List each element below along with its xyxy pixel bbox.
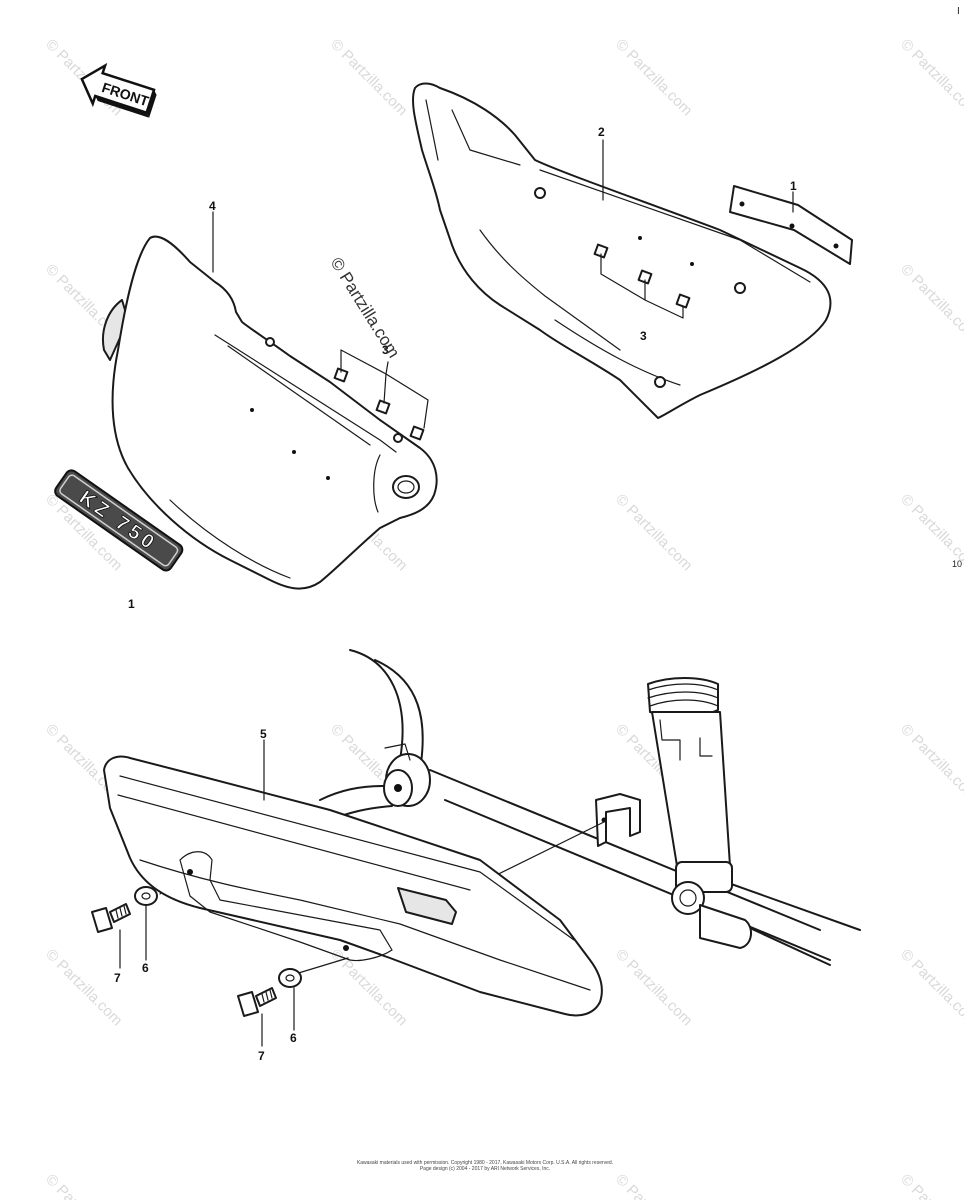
copyright-footer: Kawasaki materials used with permission.…: [340, 1160, 630, 1172]
right-side-cover: [412, 82, 832, 419]
callout-7-upper: 7: [114, 971, 121, 985]
callout-6-upper: 6: [142, 961, 149, 975]
right-side-emblem: [729, 185, 853, 265]
watermark: © Partzilla.com: [897, 946, 964, 1029]
fasteners: [91, 886, 302, 1047]
callout-3-right: 3: [640, 329, 647, 343]
callout-1-right: 1: [790, 179, 797, 193]
watermark: © Partzilla.com: [612, 491, 695, 574]
washer-lower: [278, 968, 302, 988]
callout-4: 4: [209, 199, 216, 213]
chain-guard: [103, 755, 603, 1017]
callout-3-left: 3: [382, 343, 389, 357]
watermark: © Partzilla.com: [897, 721, 964, 804]
copyright-line-2: Page design (c) 2004 - 2017 by ARI Netwo…: [419, 1166, 551, 1172]
watermark: © Partzilla.com: [42, 946, 125, 1029]
washer-upper: [134, 886, 158, 906]
callouts: 1 1 2 3 3 4 5 6 6 7 7: [114, 125, 797, 1063]
callout-1-left: 1: [128, 597, 135, 611]
figure-number: 10: [952, 559, 963, 569]
watermark: © Partzilla.com: [612, 36, 695, 119]
leader-lines: [212, 139, 794, 801]
watermark: © Partzilla.com: [612, 1171, 695, 1200]
callout-5: 5: [260, 727, 267, 741]
callout-7-lower: 7: [258, 1049, 265, 1063]
center-watermark: © Partzilla.com: [327, 254, 404, 361]
watermark: © Partzilla.com: [897, 1171, 964, 1200]
watermark: © Partzilla.com: [612, 946, 695, 1029]
bolt-upper: [91, 903, 131, 933]
left-side-cover: [102, 235, 438, 590]
watermark: © Partzilla.com: [897, 261, 964, 344]
watermark: © Partzilla.com: [327, 36, 410, 119]
bolt-lower: [237, 987, 277, 1017]
callout-6-lower: 6: [290, 1031, 297, 1045]
watermark: © Partzilla.com: [42, 1171, 125, 1200]
callout-2: 2: [598, 125, 605, 139]
watermark: © Partzilla.com: [897, 36, 964, 119]
edge-mark: I: [957, 6, 960, 17]
copyright-line-1: Kawasaki materials used with permission.…: [356, 1160, 614, 1166]
